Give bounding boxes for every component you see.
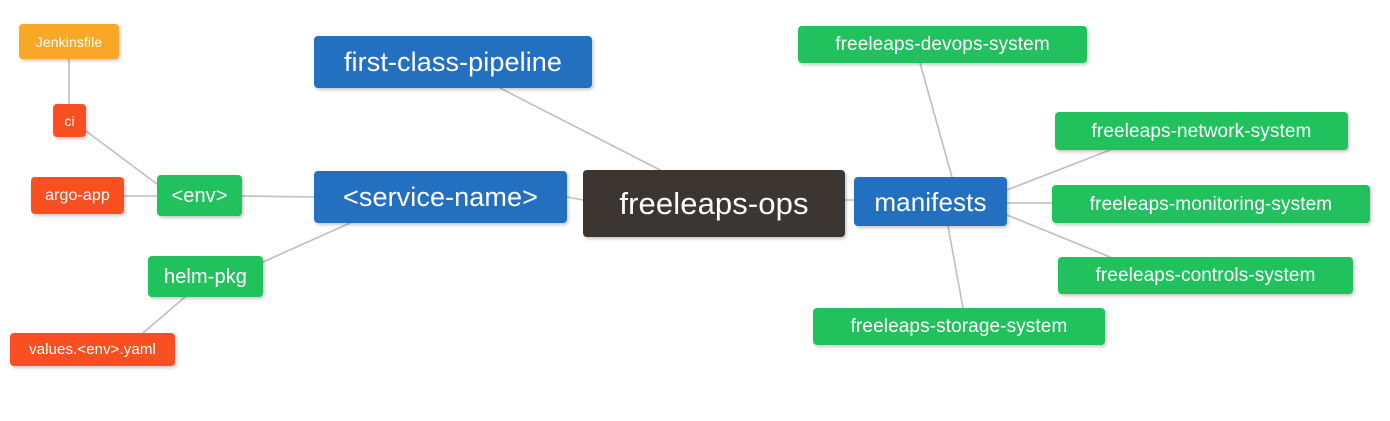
node-helm-pkg[interactable]: helm-pkg	[148, 256, 263, 297]
node-env[interactable]: <env>	[157, 175, 242, 216]
node-label-argo-app: argo-app	[45, 186, 110, 204]
node-freeleaps-ops[interactable]: freeleaps-ops	[583, 170, 845, 237]
node-freeleaps-storage-system[interactable]: freeleaps-storage-system	[813, 308, 1105, 345]
node-service-name[interactable]: <service-name>	[314, 171, 567, 223]
node-label-service-name: <service-name>	[343, 181, 538, 212]
node-first-class-pipeline[interactable]: first-class-pipeline	[314, 36, 592, 88]
node-label-jenkinsfile: Jenkinsfile	[35, 33, 103, 50]
node-label-freeleaps-monitoring-system: freeleaps-monitoring-system	[1089, 193, 1333, 215]
node-label-env: <env>	[171, 184, 228, 207]
edge-service-name-to-freeleaps-ops	[566, 196, 584, 201]
node-values-env-yaml[interactable]: values.<env>.yaml	[10, 333, 175, 366]
edge-env-to-service-name	[241, 195, 315, 198]
node-manifests[interactable]: manifests	[854, 177, 1007, 226]
node-label-freeleaps-network-system: freeleaps-network-system	[1091, 120, 1312, 142]
node-label-first-class-pipeline: first-class-pipeline	[343, 46, 563, 77]
node-label-values-env-yaml: values.<env>.yaml	[29, 341, 156, 358]
node-jenkinsfile[interactable]: Jenkinsfile	[19, 24, 119, 59]
node-label-ci: ci	[64, 112, 75, 129]
node-label-manifests: manifests	[874, 186, 987, 217]
node-label-freeleaps-controls-system: freeleaps-controls-system	[1095, 265, 1316, 286]
node-label-freeleaps-devops-system: freeleaps-devops-system	[835, 34, 1050, 55]
edge-manifests-to-freeleaps-storage-system	[947, 225, 964, 309]
node-freeleaps-devops-system[interactable]: freeleaps-devops-system	[798, 26, 1087, 63]
edge-manifests-to-freeleaps-devops-system	[919, 62, 953, 178]
node-freeleaps-controls-system[interactable]: freeleaps-controls-system	[1058, 257, 1353, 294]
edge-manifests-to-freeleaps-network-system	[1006, 149, 1111, 191]
node-label-freeleaps-ops: freeleaps-ops	[619, 186, 809, 221]
edge-values-env-yaml-to-helm-pkg	[142, 296, 186, 334]
node-label-helm-pkg: helm-pkg	[163, 265, 248, 288]
node-argo-app[interactable]: argo-app	[31, 177, 124, 214]
edge-first-class-pipeline-to-freeleaps-ops	[499, 87, 661, 171]
node-label-freeleaps-storage-system: freeleaps-storage-system	[850, 316, 1068, 337]
node-ci[interactable]: ci	[53, 104, 86, 137]
edge-helm-pkg-to-service-name	[262, 222, 351, 263]
node-freeleaps-monitoring-system[interactable]: freeleaps-monitoring-system	[1052, 185, 1370, 223]
node-freeleaps-network-system[interactable]: freeleaps-network-system	[1055, 112, 1348, 150]
